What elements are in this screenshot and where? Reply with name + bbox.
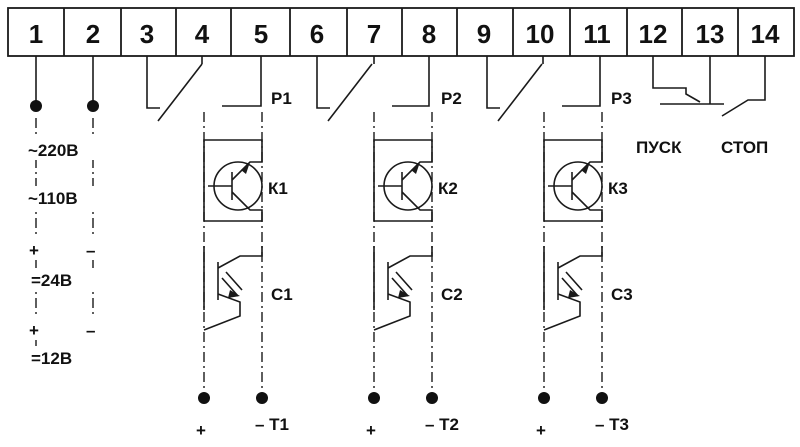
start-stop-section: ПУСК СТОП bbox=[636, 56, 768, 157]
terminal-13: 13 bbox=[696, 19, 725, 49]
relay-3-wire-nc bbox=[562, 56, 601, 107]
supply-label-110v: ~110В bbox=[28, 189, 78, 208]
relay-2-label: Р2 bbox=[441, 89, 462, 108]
terminal-9: 9 bbox=[477, 19, 491, 49]
terminal-14: 14 bbox=[751, 19, 780, 49]
output-3-label: – Т3 bbox=[595, 415, 629, 434]
supply-label-12v: =12В bbox=[31, 349, 72, 368]
transistor-k1-label: К1 bbox=[268, 179, 288, 198]
output-2-plus-label: + bbox=[366, 421, 376, 440]
triac-c3-label: С3 bbox=[611, 285, 633, 304]
triac-c1-label: С1 bbox=[271, 285, 293, 304]
terminal-11: 11 bbox=[583, 19, 611, 49]
relay-1-label: Р1 bbox=[271, 89, 292, 108]
supply-plus-1: + bbox=[29, 241, 39, 260]
output-2-minus-dot bbox=[426, 392, 438, 404]
terminal-3: 3 bbox=[140, 19, 154, 49]
relay-1-wire-common bbox=[146, 56, 160, 109]
relay-1-wire-nc bbox=[222, 56, 262, 107]
supply-label-220v: ~220В bbox=[28, 141, 79, 160]
relay-3-wire-common bbox=[486, 56, 500, 109]
channel-1: Р1 К1 С1 + – Т1 bbox=[146, 56, 293, 440]
stop-button-label: СТОП bbox=[721, 138, 768, 157]
transistor-k1-symbol bbox=[203, 139, 263, 222]
terminal-12: 12 bbox=[639, 19, 668, 49]
output-2-plus-dot bbox=[368, 392, 380, 404]
output-3-plus-dot bbox=[538, 392, 550, 404]
supply-terminal-dot-2 bbox=[87, 100, 99, 112]
triac-c1-symbol bbox=[203, 246, 263, 331]
terminal-10: 10 bbox=[526, 19, 555, 49]
relay-2-contact bbox=[327, 63, 373, 122]
start-button-label: ПУСК bbox=[636, 138, 682, 157]
output-1-minus-dot bbox=[256, 392, 268, 404]
supply-label-24v: =24В bbox=[31, 271, 72, 290]
transistor-k3-label: К3 bbox=[608, 179, 628, 198]
output-1-plus-label: + bbox=[196, 421, 206, 440]
terminal-5: 5 bbox=[254, 19, 268, 49]
relay-2-wire-nc bbox=[392, 56, 430, 107]
output-2-label: – Т2 bbox=[425, 415, 459, 434]
terminal-2: 2 bbox=[86, 19, 100, 49]
transistor-k2-symbol bbox=[373, 139, 433, 222]
terminal-6: 6 bbox=[310, 19, 324, 49]
terminal-block: 1 2 3 4 5 6 7 8 9 10 11 12 13 14 bbox=[7, 7, 795, 57]
terminal-1: 1 bbox=[29, 19, 43, 49]
terminal-7: 7 bbox=[367, 19, 381, 49]
output-1-label: – Т1 bbox=[255, 415, 289, 434]
relay-1-contact bbox=[157, 63, 203, 122]
common-button-wire bbox=[696, 56, 724, 105]
supply-minus-1: – bbox=[86, 241, 95, 260]
channel-2: Р2 К2 С2 + – Т2 bbox=[316, 56, 463, 440]
terminal-block-frame bbox=[7, 7, 795, 57]
output-3-plus-label: + bbox=[536, 421, 546, 440]
supply-terminal-dot-1 bbox=[30, 100, 42, 112]
triac-c3-symbol bbox=[543, 246, 603, 331]
supply-plus-2: + bbox=[29, 321, 39, 340]
relay-2-wire-common bbox=[316, 56, 330, 109]
output-3-minus-dot bbox=[596, 392, 608, 404]
triac-c2-symbol bbox=[373, 246, 433, 331]
power-supply-section: ~220В ~110В + – =24В + – =12В bbox=[26, 56, 108, 368]
channel-3: Р3 К3 С3 + – Т3 bbox=[486, 56, 633, 440]
transistor-k3-symbol bbox=[543, 139, 603, 222]
stop-button-wire bbox=[721, 56, 766, 117]
terminal-8: 8 bbox=[422, 19, 436, 49]
relay-3-contact bbox=[497, 63, 543, 122]
output-1-plus-dot bbox=[198, 392, 210, 404]
triac-c2-label: С2 bbox=[441, 285, 463, 304]
start-button-wire bbox=[652, 56, 701, 103]
relay-3-label: Р3 bbox=[611, 89, 632, 108]
transistor-k2-label: К2 bbox=[438, 179, 458, 198]
terminal-dividers bbox=[63, 8, 739, 56]
supply-minus-2: – bbox=[86, 321, 95, 340]
terminal-4: 4 bbox=[195, 19, 210, 49]
